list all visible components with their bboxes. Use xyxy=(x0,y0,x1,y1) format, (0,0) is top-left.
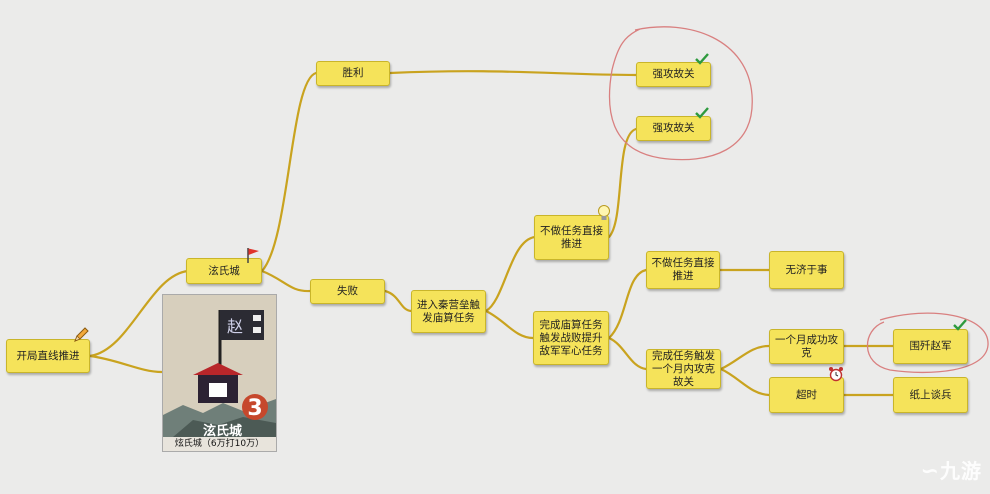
badge-number: 3 xyxy=(247,396,262,421)
flag-glyph: 赵 xyxy=(227,317,243,336)
city-artwork: 3 赵 泫氏城 炫氏城（6万打10万） xyxy=(162,294,277,452)
connector-complete2-month xyxy=(719,344,771,371)
node-one-month[interactable]: 一个月成功攻克 xyxy=(769,329,844,364)
node-skip-task[interactable]: 不做任务直接推进 xyxy=(534,215,609,260)
check-icon xyxy=(695,53,709,65)
connector-skip-pass2 xyxy=(607,127,638,239)
connector-start-xuan xyxy=(88,269,190,358)
connector-xuan-defeat xyxy=(260,269,312,293)
node-complete-task-2[interactable]: 完成任务触发一个月内攻克故关 xyxy=(646,349,721,389)
connector-complete-complete2 xyxy=(607,336,648,371)
alarm-clock-icon xyxy=(829,367,843,382)
artwork-caption: 炫氏城（6万打10万） xyxy=(163,437,276,451)
connector-camp-complete xyxy=(484,309,535,340)
connector-defeat-camp xyxy=(383,289,413,313)
connector-start-art xyxy=(88,354,164,374)
node-victory[interactable]: 胜利 xyxy=(316,61,390,86)
node-no-help[interactable]: 无济于事 xyxy=(769,251,844,289)
node-storm-pass-2[interactable]: 强攻故关 xyxy=(636,116,711,141)
connector-xuan-victory xyxy=(260,71,318,273)
connector-camp-skip xyxy=(484,235,537,313)
city-illustration: 3 赵 泫氏城 xyxy=(163,295,276,439)
check-icon xyxy=(695,107,709,119)
node-complete-task[interactable]: 完成庙算任务触发战败提升敌军军心任务 xyxy=(533,311,609,365)
node-storm-pass-1[interactable]: 强攻故关 xyxy=(636,62,711,87)
connector-victory-pass1 xyxy=(388,70,638,77)
connector-complete2-timeout xyxy=(719,367,771,397)
connector-complete-skip2 xyxy=(607,268,648,340)
node-start[interactable]: 开局直线推进 xyxy=(6,339,90,373)
node-defeat[interactable]: 失败 xyxy=(310,279,385,304)
pencil-icon xyxy=(74,327,89,342)
watermark: ∽九游 xyxy=(920,459,982,484)
annotation-circle-1 xyxy=(608,26,753,161)
node-timeout[interactable]: 超时 xyxy=(769,377,844,413)
city-label: 泫氏城 xyxy=(203,423,242,437)
node-skip-task-2[interactable]: 不做任务直接推进 xyxy=(646,251,720,289)
flag-icon xyxy=(247,248,259,263)
bulb-icon xyxy=(598,205,610,220)
node-xuan-city[interactable]: 泫氏城 xyxy=(186,258,262,284)
node-enter-camp[interactable]: 进入秦营垒触发庙算任务 xyxy=(411,290,486,333)
node-surround-zhao[interactable]: 围歼赵军 xyxy=(893,329,968,364)
annotation-circle-2 xyxy=(866,312,989,374)
node-paper-talk[interactable]: 纸上谈兵 xyxy=(893,377,968,413)
check-icon xyxy=(953,319,967,331)
